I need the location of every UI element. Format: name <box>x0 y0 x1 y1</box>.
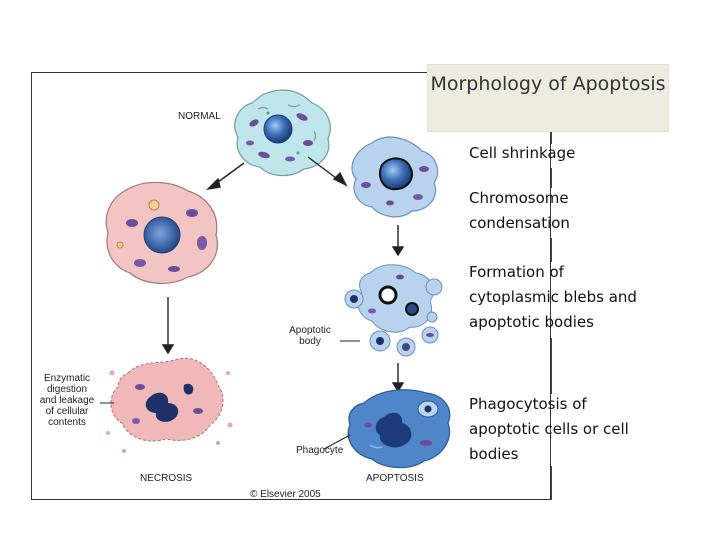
arrow-to-phagocytosis <box>391 363 405 393</box>
arrow-to-blebbing <box>391 225 405 257</box>
apoptosis-label: APOPTOSIS <box>366 473 424 484</box>
diagram-svg <box>100 89 451 469</box>
phagocyte-pointer <box>323 434 351 450</box>
connector-line <box>551 168 552 188</box>
necrotic-cell <box>106 357 233 453</box>
apoptosis-figure: NORMAL Apoptotic body Enzymatic digestio… <box>31 72 551 500</box>
step-cell-shrinkage: Cell shrinkage <box>469 144 576 162</box>
title-box: Morphology of Apoptosis <box>427 64 669 132</box>
phagocyte-cell <box>347 389 451 469</box>
apoptotic-bodies <box>344 264 443 357</box>
enzymatic-label: Enzymatic digestion and leakage of cellu… <box>39 373 95 428</box>
phagocyte-label: Phagocyte <box>296 445 344 456</box>
necrosis-label: NECROSIS <box>140 473 193 484</box>
normal-label: NORMAL <box>178 111 221 122</box>
connector-line <box>551 238 552 262</box>
normal-cell <box>234 89 331 177</box>
apoptotic-body-label: Apoptotic body <box>289 325 331 347</box>
swollen-cell <box>105 181 218 284</box>
connector-line <box>551 132 552 144</box>
slide-title: Morphology of Apoptosis <box>430 73 666 95</box>
step-chromosome-condensation: Chromosome condensation <box>469 189 570 232</box>
connector-line <box>551 466 552 500</box>
shrunken-cell <box>351 136 439 218</box>
arrow-to-apoptosis <box>307 156 348 187</box>
step-phagocytosis: Phagocytosis of apoptotic cells or cell … <box>469 395 629 463</box>
arrow-to-necrotic <box>161 297 175 355</box>
connector-line <box>551 338 552 394</box>
step-blebs-formation: Formation of cytoplasmic blebs and apopt… <box>469 263 637 331</box>
copyright-label: © Elsevier 2005 <box>250 489 321 500</box>
arrow-to-necrosis <box>205 162 245 191</box>
